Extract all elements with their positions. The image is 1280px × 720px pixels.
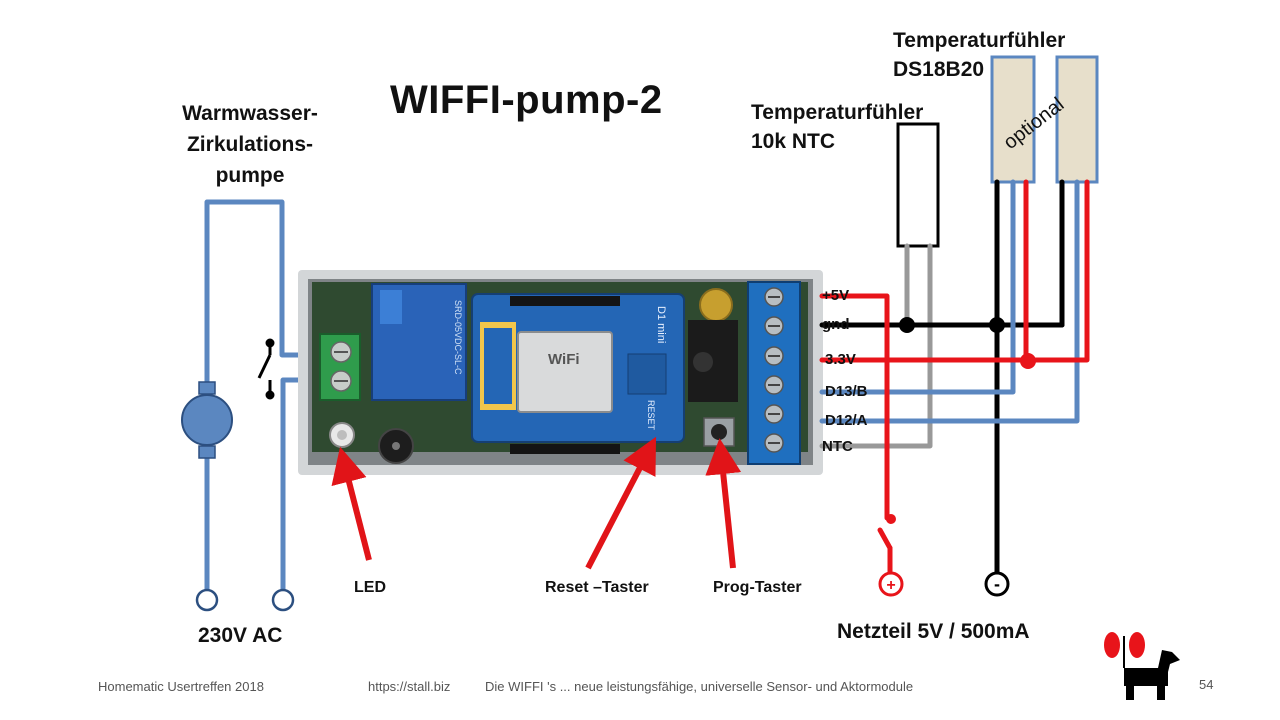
pump-label-line-2: Zirkulations- xyxy=(186,133,313,156)
reset-button-label: Reset –Taster xyxy=(545,579,649,596)
pin-label-3v3: 3.3V xyxy=(825,351,856,368)
v5-wire xyxy=(819,293,890,521)
callout-arrows xyxy=(331,436,742,570)
ds18b20-sensor-label: Temperaturfühler DS18B20 xyxy=(893,26,1065,84)
pin-label-ntc: NTC xyxy=(822,438,853,455)
pump-label-line-1: Warmwasser- xyxy=(182,102,318,125)
ntc-label-line-1: Temperaturfühler xyxy=(751,101,924,124)
v33-wire xyxy=(819,179,1090,363)
wifi-chip-text: WiFi xyxy=(548,351,580,368)
ds-label-line-1: Temperaturfühler xyxy=(893,29,1066,52)
ntc-label-line-2: 10k NTC xyxy=(751,130,836,153)
esp-chip xyxy=(517,331,613,413)
reset-board-text: RESET xyxy=(646,400,656,431)
wiffi-board: SRD-05VDC-SL-C WiFi D1 mini RESET xyxy=(298,270,823,475)
reset-arrow xyxy=(585,436,657,570)
ds18b20-sensor-1 xyxy=(990,55,1036,184)
led-label: LED xyxy=(354,579,386,596)
page-number: 54 xyxy=(1199,677,1214,692)
pump-label: Warmwasser- Zirkulations- pumpe xyxy=(150,98,350,191)
supply-minus-terminal xyxy=(984,571,1010,597)
ac-terminal-left xyxy=(195,588,219,612)
d12-wire xyxy=(819,179,1080,424)
ac-terminal-right xyxy=(271,588,295,612)
ds-label-line-2: DS18B20 xyxy=(893,58,985,81)
slide-title: WIFFI-pump-2 xyxy=(390,78,663,122)
pump-label-line-3: pumpe xyxy=(215,164,285,187)
pin-label-d13: D13/B xyxy=(825,383,868,400)
relay xyxy=(371,283,467,401)
power-switch xyxy=(877,527,893,551)
sensor-screw-terminal xyxy=(747,281,801,465)
power-supply-label: Netzteil 5V / 500mA xyxy=(837,620,1030,643)
footer-event: Homematic Usertreffen 2018 xyxy=(98,679,264,694)
pin-label-5v: +5V xyxy=(822,287,850,304)
ntc-wire-signal xyxy=(819,243,933,449)
junction-dots xyxy=(886,317,1036,524)
footer-description: Die WIFFI 's ... neue leistungsfähige, u… xyxy=(485,679,914,694)
ac-voltage-label: 230V AC xyxy=(198,624,283,647)
supply-plus-terminal xyxy=(878,571,904,597)
ntc-sensor-body xyxy=(896,122,940,248)
wires-right xyxy=(819,179,1090,575)
pin-label-d12: D12/A xyxy=(825,412,868,429)
footer-url: https://stall.biz xyxy=(368,679,451,694)
prog-button-label: Prog-Taster xyxy=(713,579,802,596)
relay-switch-icon xyxy=(257,338,275,400)
relay-text: SRD-05VDC-SL-C xyxy=(453,300,463,375)
pin-label-gnd: gnd xyxy=(822,316,850,333)
ntc-sensor-label: Temperaturfühler 10k NTC xyxy=(751,98,923,156)
pump-motor-icon xyxy=(181,381,233,459)
minus-symbol: - xyxy=(994,574,1000,594)
led-arrow xyxy=(331,446,372,561)
d1-mini-text: D1 mini xyxy=(655,306,667,343)
prog-arrow xyxy=(705,438,742,569)
stall-logo-icon xyxy=(1104,632,1180,700)
plus-symbol: + xyxy=(886,577,895,594)
